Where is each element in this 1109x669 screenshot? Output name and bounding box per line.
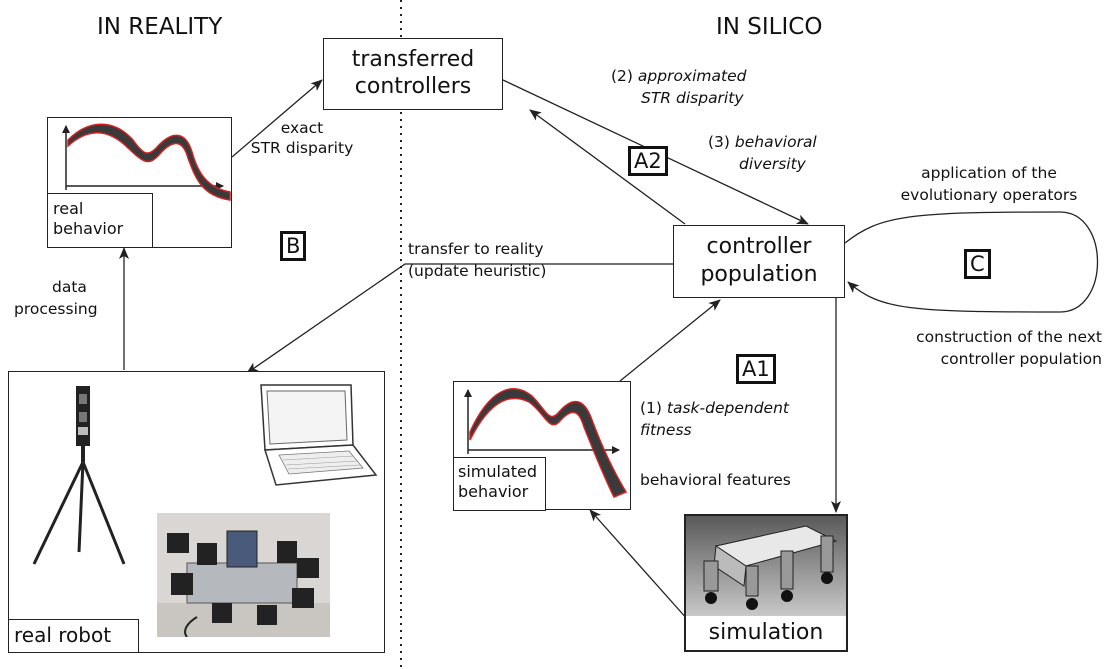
fitness-prefix: (1): [640, 399, 662, 417]
population-line1: controller: [706, 234, 812, 259]
transfer-line2: (update heuristic): [408, 262, 547, 280]
diversity-prefix: (3): [708, 133, 730, 151]
real-behavior-graph: [62, 123, 231, 201]
real-robot-label: real robot: [14, 623, 112, 647]
behavioral-features-label: behavioral features: [640, 471, 791, 489]
fitness-line1: task-dependent: [666, 399, 789, 417]
simulated-behavior-line2: behavior: [458, 482, 529, 501]
simulated-robot-render: [686, 516, 846, 616]
real-behavior-curve: [67, 123, 231, 201]
real-robot-label-box: real robot: [8, 619, 139, 653]
heading-in-reality: IN REALITY: [97, 14, 223, 40]
heading-in-silico: IN SILICO: [716, 14, 823, 40]
simulation-panel: simulation: [684, 514, 848, 652]
transferred-line2: controllers: [354, 74, 472, 99]
application-line2: evolutionary operators: [900, 186, 1078, 204]
population-line2: population: [700, 262, 818, 287]
real-behavior-label-box: real behavior: [47, 193, 153, 248]
approx-prefix: (2): [611, 67, 633, 85]
simulated-behavior-plot: simulated behavior: [453, 381, 631, 511]
construction-line1: construction of the next: [916, 328, 1102, 346]
fitness-line2: fitness: [640, 421, 692, 439]
tag-a2: A2: [628, 146, 668, 176]
real-robot-panel: real robot: [8, 371, 385, 653]
approximated-str-label: (2) approximated STR disparity: [611, 65, 746, 109]
data-processing-label: data processing: [14, 276, 98, 320]
transfer-line1: transfer to reality: [408, 240, 544, 258]
hexapod-robot-photo: [157, 513, 330, 637]
real-behavior-line2: behavior: [53, 219, 124, 238]
fitness-label: (1) task-dependent fitness: [640, 397, 789, 441]
application-line1: application of the: [921, 164, 1057, 182]
arrow-real-to-transferred: [231, 79, 323, 158]
simulation-label: simulation: [686, 616, 846, 650]
approx-line2: STR disparity: [641, 89, 744, 107]
transferred-line1: transferred: [351, 47, 475, 72]
exact-line1: exact: [280, 119, 324, 137]
tag-b: B: [280, 231, 307, 261]
behavioral-diversity-label: (3) behavioral diversity: [708, 131, 817, 175]
exact-line2: STR disparity: [250, 139, 354, 157]
construction-label: construction of the next controller popu…: [872, 326, 1102, 370]
exact-str-label: exact STR disparity: [237, 118, 367, 158]
approx-line1: approximated: [637, 67, 747, 85]
real-behavior-line1: real: [53, 199, 84, 218]
arrow-simulation-to-simulated: [589, 509, 689, 621]
simulated-behavior-label-box: simulated behavior: [453, 457, 546, 511]
laptop-image: [260, 384, 378, 486]
diversity-line1: behavioral: [734, 133, 817, 151]
real-behavior-plot: real behavior: [47, 117, 232, 248]
data-line1: data: [52, 278, 87, 296]
arrow-simulated-to-population: [619, 299, 721, 382]
diversity-line2: diversity: [739, 155, 806, 173]
transfer-label: transfer to reality (update heuristic): [408, 238, 546, 282]
simulated-behavior-graph: [464, 388, 628, 498]
construction-line2: controller population: [940, 350, 1102, 368]
tag-c: C: [964, 249, 991, 279]
data-line2: processing: [14, 300, 98, 318]
simulated-behavior-line1: simulated: [458, 462, 538, 481]
tag-a1: A1: [736, 354, 776, 384]
arrow-population-to-transferred: [529, 109, 686, 225]
simulated-behavior-curve: [469, 388, 628, 498]
evolution-loop: [844, 211, 1098, 313]
application-label: application of the evolutionary operator…: [874, 162, 1104, 206]
transferred-controllers-box: transferred controllers: [323, 38, 503, 110]
controller-population-box: controller population: [673, 225, 845, 298]
tripod-camera-image: [32, 386, 126, 565]
arrow-transfer-to-reality: [246, 263, 673, 374]
